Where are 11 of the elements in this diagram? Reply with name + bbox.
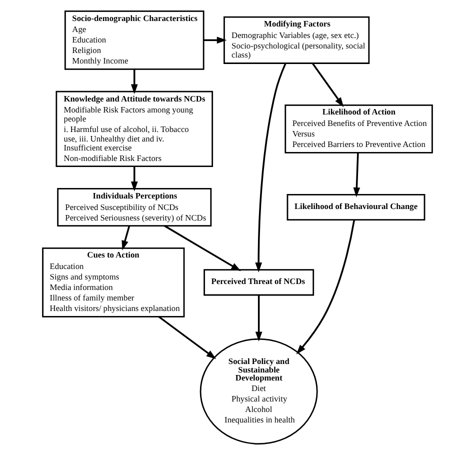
arrow [164,225,240,272]
arrow [130,69,138,94]
arrow [254,62,286,272]
arrow [311,62,344,108]
arrow [296,220,355,354]
arrow [158,316,216,360]
arrow [254,295,262,342]
arrow [203,36,226,44]
arrow [130,166,138,192]
arrow [121,226,130,250]
arrow [352,152,360,198]
